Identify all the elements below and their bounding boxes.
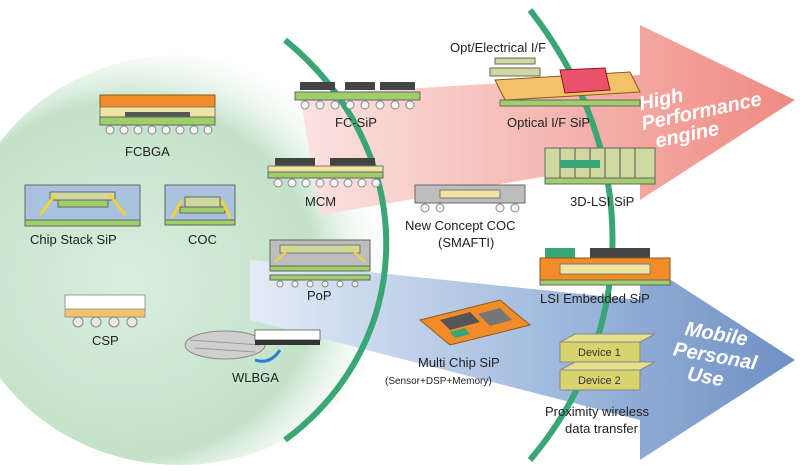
mcm-label: MCM bbox=[305, 194, 336, 209]
optical-if-sip-package bbox=[489, 57, 641, 107]
new-concept-coc-label: New Concept COC bbox=[405, 218, 516, 233]
proximity-devices bbox=[559, 333, 656, 391]
csp-package bbox=[64, 294, 146, 328]
chip-stack-sip-label: Chip Stack SiP bbox=[30, 232, 117, 247]
pop-label: PoP bbox=[307, 288, 332, 303]
fc-sip-label: FC-SiP bbox=[335, 115, 377, 130]
3d-lsi-sip-package bbox=[544, 147, 656, 185]
fcbga-label: FCBGA bbox=[125, 144, 170, 159]
pop-package bbox=[269, 239, 371, 288]
multi-chip-sip-label: Multi Chip SiP bbox=[418, 355, 500, 370]
data-transfer-label: data transfer bbox=[565, 421, 639, 436]
high-performance-arrow bbox=[300, 25, 795, 215]
device-1-label: Device 1 bbox=[578, 347, 621, 359]
wlbga-package bbox=[184, 329, 321, 363]
proximity-wireless-label: Proximity wireless bbox=[545, 404, 650, 419]
lsi-embedded-sip-label: LSI Embedded SiP bbox=[540, 291, 650, 306]
lsi-embedded-sip-package bbox=[539, 248, 671, 286]
device-2-label: Device 2 bbox=[578, 375, 621, 387]
multi-chip-sip-package bbox=[418, 299, 532, 346]
evolution-arc-inner bbox=[283, 37, 390, 443]
mobile-personal-arrow bbox=[250, 260, 795, 460]
mcm-package bbox=[267, 158, 384, 188]
opt-electrical-if-label: Opt/Electrical I/F bbox=[450, 40, 546, 55]
fcbga-package bbox=[99, 94, 216, 135]
3d-lsi-sip-label: 3D-LSI SiP bbox=[570, 194, 634, 209]
smafti-label: (SMAFTI) bbox=[438, 235, 494, 250]
coc-package bbox=[164, 184, 236, 226]
green-zone bbox=[0, 55, 400, 465]
chip-stack-sip-package bbox=[24, 184, 141, 227]
coc-label: COC bbox=[188, 232, 217, 247]
sensor-dsp-memory-label: (Sensor+DSP+Memory) bbox=[385, 376, 492, 387]
csp-label: CSP bbox=[92, 333, 119, 348]
new-concept-coc-package bbox=[414, 184, 526, 213]
optical-if-sip-label: Optical I/F SiP bbox=[507, 115, 590, 130]
fc-sip-package bbox=[294, 82, 421, 110]
wlbga-label: WLBGA bbox=[232, 370, 279, 385]
